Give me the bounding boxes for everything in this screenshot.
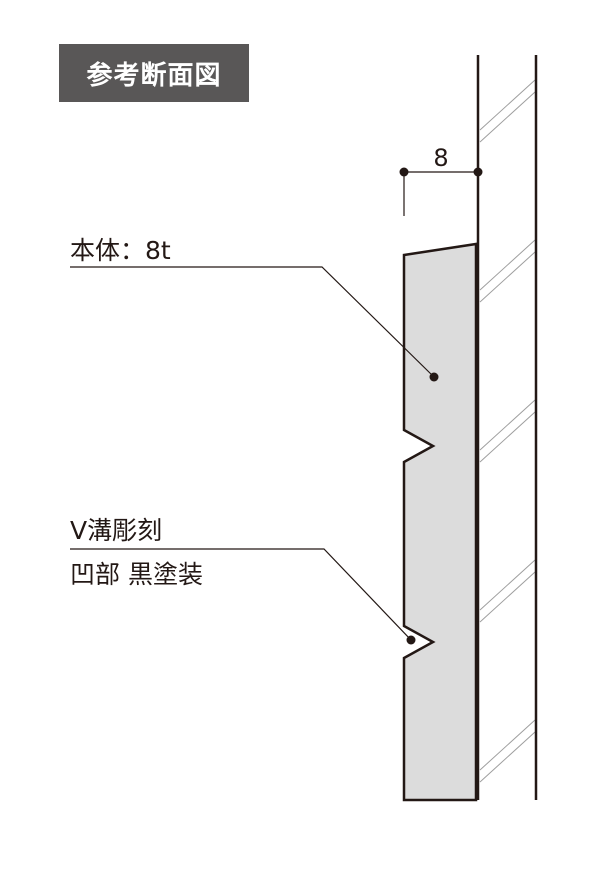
dimension-end-dot (473, 167, 483, 177)
groove-paint-label: 凹部 黒塗装 (70, 560, 203, 589)
diagram-title: 参考断面図 (59, 44, 249, 102)
body-thickness-label: 本体：8t (70, 236, 171, 265)
dimension-start-dot (399, 167, 409, 177)
groove-leader-dot (406, 635, 416, 645)
body-leader-line (70, 266, 435, 378)
dimension-label: 8 (433, 144, 449, 172)
panel-body (402, 242, 478, 802)
v-groove-label: V溝彫刻 (70, 516, 163, 545)
body-leader-dot (429, 372, 439, 382)
groove-leader-line (70, 548, 412, 641)
wall-hatching (479, 79, 536, 783)
